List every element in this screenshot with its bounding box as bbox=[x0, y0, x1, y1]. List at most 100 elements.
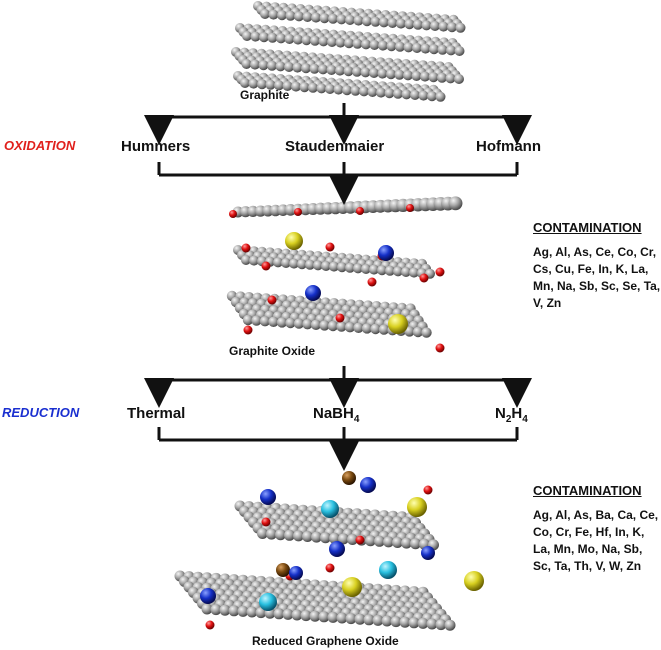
oxygen-atom bbox=[325, 563, 335, 573]
carbon-atom bbox=[300, 610, 312, 622]
carbon-atom bbox=[361, 264, 371, 274]
carbon-atom bbox=[319, 13, 330, 24]
carbon-atom bbox=[326, 65, 337, 75]
contaminant-atom bbox=[259, 593, 277, 611]
carbon-atom bbox=[448, 196, 463, 211]
nabh4-base: NaBH bbox=[313, 405, 354, 422]
contaminant-atom bbox=[421, 546, 435, 560]
carbon-atom bbox=[378, 324, 390, 335]
carbon-atom bbox=[242, 31, 252, 41]
carbon-atom bbox=[250, 59, 260, 70]
carbon-atom bbox=[257, 79, 267, 90]
carbon-atom bbox=[413, 19, 423, 30]
carbon-atom bbox=[308, 82, 318, 93]
carbon-atom bbox=[387, 18, 398, 28]
carbon-atom bbox=[403, 42, 414, 53]
reduced-graphene-oxide-illustration bbox=[174, 471, 484, 631]
n2h4-h: H bbox=[511, 405, 523, 422]
contaminant-atom bbox=[379, 561, 397, 579]
carbon-atom bbox=[293, 530, 304, 542]
contaminant-atom bbox=[285, 232, 303, 250]
oxidation-label: OXIDATION bbox=[4, 138, 76, 153]
carbon-atom bbox=[246, 606, 258, 618]
carbon-atom bbox=[302, 319, 313, 330]
carbon-atom bbox=[248, 78, 259, 89]
carbon-atom bbox=[435, 619, 447, 631]
carbon-atom bbox=[302, 531, 313, 542]
contaminant-atom bbox=[329, 541, 345, 557]
carbon-atom bbox=[276, 33, 286, 44]
carbon-atom bbox=[285, 317, 296, 329]
carbon-atom bbox=[386, 41, 397, 52]
carbon-atom bbox=[360, 67, 371, 78]
graphite-illustration bbox=[231, 1, 466, 102]
carbon-atom bbox=[429, 44, 439, 55]
carbon-atom bbox=[249, 255, 259, 266]
oxygen-atom bbox=[356, 207, 364, 215]
contaminant-atom bbox=[260, 489, 276, 505]
carbon-atom bbox=[378, 40, 388, 51]
contamination-title-rgo: CONTAMINATION bbox=[533, 483, 642, 498]
carbon-atom bbox=[318, 64, 328, 75]
carbon-atom bbox=[401, 267, 411, 277]
oxygen-atom bbox=[325, 242, 335, 252]
carbon-atom bbox=[412, 43, 422, 53]
carbon-atom bbox=[237, 605, 249, 617]
carbon-atom bbox=[376, 87, 386, 98]
carbon-atom bbox=[345, 613, 357, 625]
carbon-atom bbox=[390, 616, 402, 628]
carbon-atom bbox=[281, 258, 291, 268]
nabh4-subscript: 4 bbox=[353, 414, 360, 425]
graphite-oxide-label: Graphite Oxide bbox=[229, 344, 316, 358]
carbon-atom bbox=[394, 69, 405, 80]
carbon-atom bbox=[446, 45, 456, 56]
carbon-atom bbox=[302, 12, 313, 22]
carbon-atom bbox=[352, 66, 362, 77]
carbon-atom bbox=[284, 62, 294, 72]
carbon-atom bbox=[338, 533, 349, 545]
carbon-atom bbox=[437, 72, 447, 83]
carbon-atom bbox=[345, 15, 355, 25]
carbon-atom bbox=[309, 63, 320, 74]
carbon-atom bbox=[268, 316, 279, 327]
carbon-atom bbox=[266, 528, 277, 540]
carbon-atom bbox=[277, 10, 287, 21]
carbon-atom bbox=[377, 68, 388, 79]
carbon-atom bbox=[396, 18, 406, 29]
carbon-atom bbox=[241, 59, 252, 69]
method-thermal: Thermal bbox=[127, 405, 186, 422]
carbon-atom bbox=[353, 15, 364, 26]
carbon-atom bbox=[344, 322, 356, 333]
carbon-atom bbox=[392, 537, 403, 548]
carbon-atom bbox=[305, 259, 315, 270]
carbon-atom bbox=[328, 13, 338, 24]
contaminant-atom bbox=[464, 571, 484, 591]
carbon-atom bbox=[393, 88, 403, 99]
contaminant-atom bbox=[321, 500, 339, 518]
carbon-atom bbox=[372, 614, 384, 626]
reduction-label: REDUCTION bbox=[2, 405, 80, 420]
contaminant-atom bbox=[378, 245, 394, 261]
carbon-atom bbox=[418, 90, 429, 101]
carbon-atom bbox=[336, 321, 347, 332]
carbon-atom bbox=[319, 320, 330, 331]
carbon-atom bbox=[445, 73, 456, 84]
carbon-atom bbox=[345, 262, 355, 273]
carbon-atom bbox=[275, 61, 286, 72]
carbon-atom bbox=[327, 37, 337, 47]
carbon-atom bbox=[329, 261, 339, 272]
carbon-atom bbox=[219, 604, 231, 616]
carbon-atom bbox=[242, 314, 254, 326]
carbon-atom bbox=[362, 16, 372, 27]
carbon-atom bbox=[352, 38, 363, 49]
contaminant-atom bbox=[407, 497, 427, 517]
carbon-atom bbox=[363, 614, 375, 626]
carbon-atom bbox=[240, 78, 250, 88]
carbon-atom bbox=[403, 70, 413, 81]
contaminant-atom bbox=[305, 285, 321, 301]
carbon-atom bbox=[381, 615, 393, 627]
carbon-atom bbox=[310, 35, 320, 46]
carbon-atom bbox=[337, 262, 347, 273]
carbon-atom bbox=[342, 85, 352, 96]
carbon-atom bbox=[409, 267, 419, 278]
